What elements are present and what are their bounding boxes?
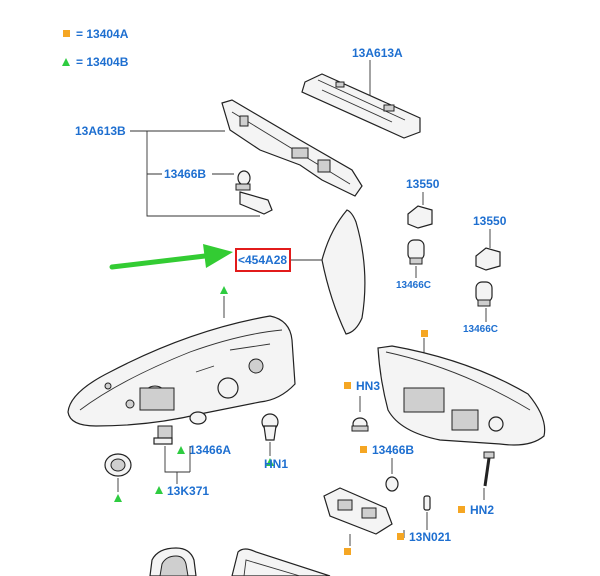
legend-entry-triangle: = 13404B [76,55,129,69]
square-marker-icon [360,446,367,453]
label-13466C-a: 13466C [396,280,431,291]
triangle-marker-icon [266,458,274,466]
triangle-marker-icon [114,494,122,502]
part-HN2 [483,451,495,487]
part-13466A [153,411,207,445]
part-headlamp-assembly [67,315,296,427]
green-arrow-icon [109,244,233,270]
part-13466B-top [235,170,273,215]
label-13A613A: 13A613A [352,46,403,60]
part-13A613A [301,73,421,139]
label-13550-a: 13550 [406,177,440,191]
part-grommet-left [104,453,132,477]
part-bottom-center-trim [231,548,331,576]
label-13K371: 13K371 [167,484,209,498]
square-marker-icon [344,548,351,555]
part-13550-a [407,205,433,265]
legend: = 13404A = 13404B [62,27,129,69]
label-13A613B: 13A613B [75,124,126,138]
part-bulb-carrier [323,487,431,535]
label-13N021: 13N021 [409,530,451,544]
square-marker-icon [344,382,351,389]
legend-entry-square: = 13404A [76,27,129,41]
part-HN1 [261,413,279,441]
square-marker-icon [458,506,465,513]
label-13466B-low: 13466B [372,443,414,457]
highlight-box [235,248,291,272]
label-13550-b: 13550 [473,214,507,228]
triangle-marker-icon [220,286,228,294]
triangle-marker-icon [155,486,163,494]
label-13466A: 13466A [189,443,231,457]
label-HN3: HN3 [356,379,380,393]
label-13466C-b: 13466C [463,324,498,335]
square-marker-icon [397,533,404,540]
square-marker-icon [63,30,70,37]
part-bottom-left-trim [149,547,197,576]
square-marker-icon [421,330,428,337]
part-13550-b [475,247,501,307]
label-HN1: HN1 [264,457,288,471]
triangle-marker-icon [177,446,185,454]
part-13466B-low [385,476,399,492]
triangle-marker-icon [62,58,70,66]
label-13466B-top: 13466B [164,167,206,181]
part-HN3 [351,417,369,432]
part-rear-lamp-assembly [377,345,546,446]
label-454A28: <454A28 [238,253,287,267]
part-13A613B [221,99,363,197]
part-454A28-lens [321,209,366,335]
label-HN2: HN2 [470,503,494,517]
